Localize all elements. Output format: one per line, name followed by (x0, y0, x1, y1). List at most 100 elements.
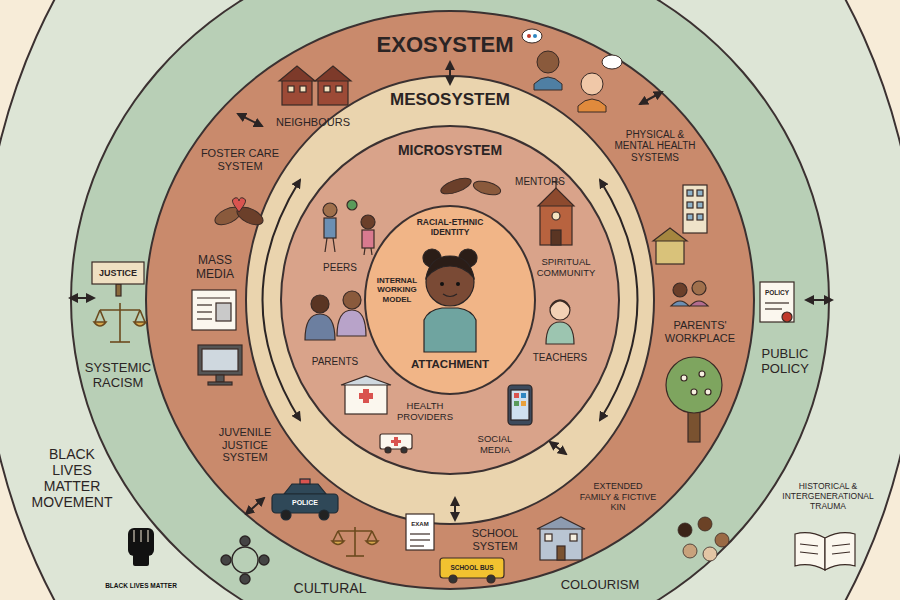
ring-label: SPIRITUAL COMMUNITY (530, 257, 602, 279)
ring-label: INTERNAL WORKING MODEL (371, 276, 423, 304)
illustration-rect (697, 214, 703, 220)
illustration-line (333, 531, 338, 541)
illustration-ellipse (439, 175, 473, 197)
illustration-path (315, 66, 351, 81)
illustration-rect (687, 214, 693, 220)
illustration-circle (347, 200, 357, 210)
illustration-line (454, 498, 456, 520)
ring-label: SCHOOL SYSTEM (464, 527, 526, 552)
illustration-circle (423, 249, 441, 267)
illustration-ellipse (472, 179, 502, 198)
illustration-rect (202, 349, 238, 371)
illustration-line (197, 297, 230, 298)
illustration-rect (760, 282, 794, 322)
ring-label: PUBLIC POLICY (752, 347, 818, 377)
illustration-line (765, 308, 782, 309)
illustration-path (600, 180, 638, 420)
illustration-circle (440, 282, 444, 286)
illustration-g (192, 290, 242, 385)
illustration-path (578, 99, 606, 112)
illustration-rect (362, 230, 374, 248)
illustration-rect (345, 384, 387, 414)
illustration-line (325, 238, 327, 252)
child-circle: RACIAL-ETHNIC IDENTITY INTERNAL WORKING M… (364, 205, 536, 395)
illustration-circle (449, 575, 457, 583)
ring-label: RACIAL-ETHNIC IDENTITY (408, 218, 492, 238)
illustration-circle (232, 547, 258, 573)
illustration-path (550, 300, 570, 308)
illustration-rect (288, 86, 294, 92)
illustration-rect (687, 202, 693, 208)
ring-label: PARENTS' WORKPLACE (662, 319, 738, 344)
illustration-rect (324, 86, 330, 92)
illustration-path (671, 301, 689, 306)
illustration-rect (300, 479, 310, 484)
illustration-rect (511, 390, 529, 420)
illustration-g (212, 198, 265, 228)
ring-label: SCHOOL BUS (442, 564, 502, 571)
illustration-line (141, 530, 142, 542)
illustration-line (333, 238, 335, 252)
illustration-circle (240, 536, 250, 546)
ring-label: BLACK LIVES MATTER MOVEMENT (30, 446, 114, 510)
illustration-circle (698, 517, 712, 531)
illustration-line (140, 310, 145, 322)
illustration-g (221, 536, 269, 584)
illustration-line (765, 302, 789, 303)
illustration-line (806, 299, 832, 301)
illustration-rect (514, 401, 519, 406)
ring-label: ATTACHMENT (400, 358, 500, 371)
illustration-rect (697, 190, 703, 196)
illustration-rect (521, 401, 526, 406)
illustration-line (135, 310, 140, 322)
illustration-circle (705, 389, 711, 395)
illustration-g (323, 200, 375, 255)
illustration-path (690, 301, 708, 306)
illustration-rect (380, 434, 412, 449)
illustration-line (410, 533, 430, 534)
ring-label: HISTORICAL & INTERGENERATIONAL TRAUMA (776, 482, 880, 511)
illustration-rect (282, 80, 312, 105)
illustration-line (550, 442, 566, 454)
illustration-circle (323, 203, 337, 217)
illustration-line (552, 181, 560, 182)
illustration-circle (240, 574, 250, 584)
illustration-g (272, 479, 338, 520)
illustration-rect (92, 262, 144, 284)
ring-label: PHYSICAL & MENTAL HEALTH SYSTEMS (613, 129, 697, 164)
illustration-g (128, 528, 154, 566)
illustration-rect (133, 554, 149, 566)
illustration-circle (666, 357, 722, 413)
illustration-line (197, 311, 212, 312)
illustration-rect (514, 393, 519, 398)
illustration-path (263, 180, 301, 420)
ring-label: COLOURISM (554, 578, 646, 593)
ring-label: EXTENDED FAMILY & FICTIVE KIN (578, 481, 658, 512)
illustration-path (332, 541, 344, 545)
illustration-rect (557, 546, 565, 560)
illustration-rect (300, 86, 306, 92)
illustration-ellipse (522, 29, 542, 43)
illustration-line (197, 318, 212, 319)
illustration-path (305, 314, 335, 340)
illustration-rect (128, 528, 154, 556)
illustration-g (423, 249, 477, 352)
illustration-rect (208, 382, 232, 385)
illustration-path (279, 66, 315, 81)
illustration-circle (673, 283, 687, 297)
illustration-circle (281, 510, 291, 520)
illustration-circle (678, 523, 692, 537)
illustration-line (100, 310, 105, 322)
illustration-circle (221, 555, 231, 565)
illustration-path (366, 541, 378, 545)
illustration-circle (533, 34, 537, 38)
illustration-circle (692, 281, 706, 295)
illustration-line (197, 304, 212, 305)
illustration-g (678, 517, 729, 561)
illustration-ellipse (602, 55, 622, 69)
illustration-line (338, 530, 372, 532)
illustration-path (795, 533, 825, 570)
